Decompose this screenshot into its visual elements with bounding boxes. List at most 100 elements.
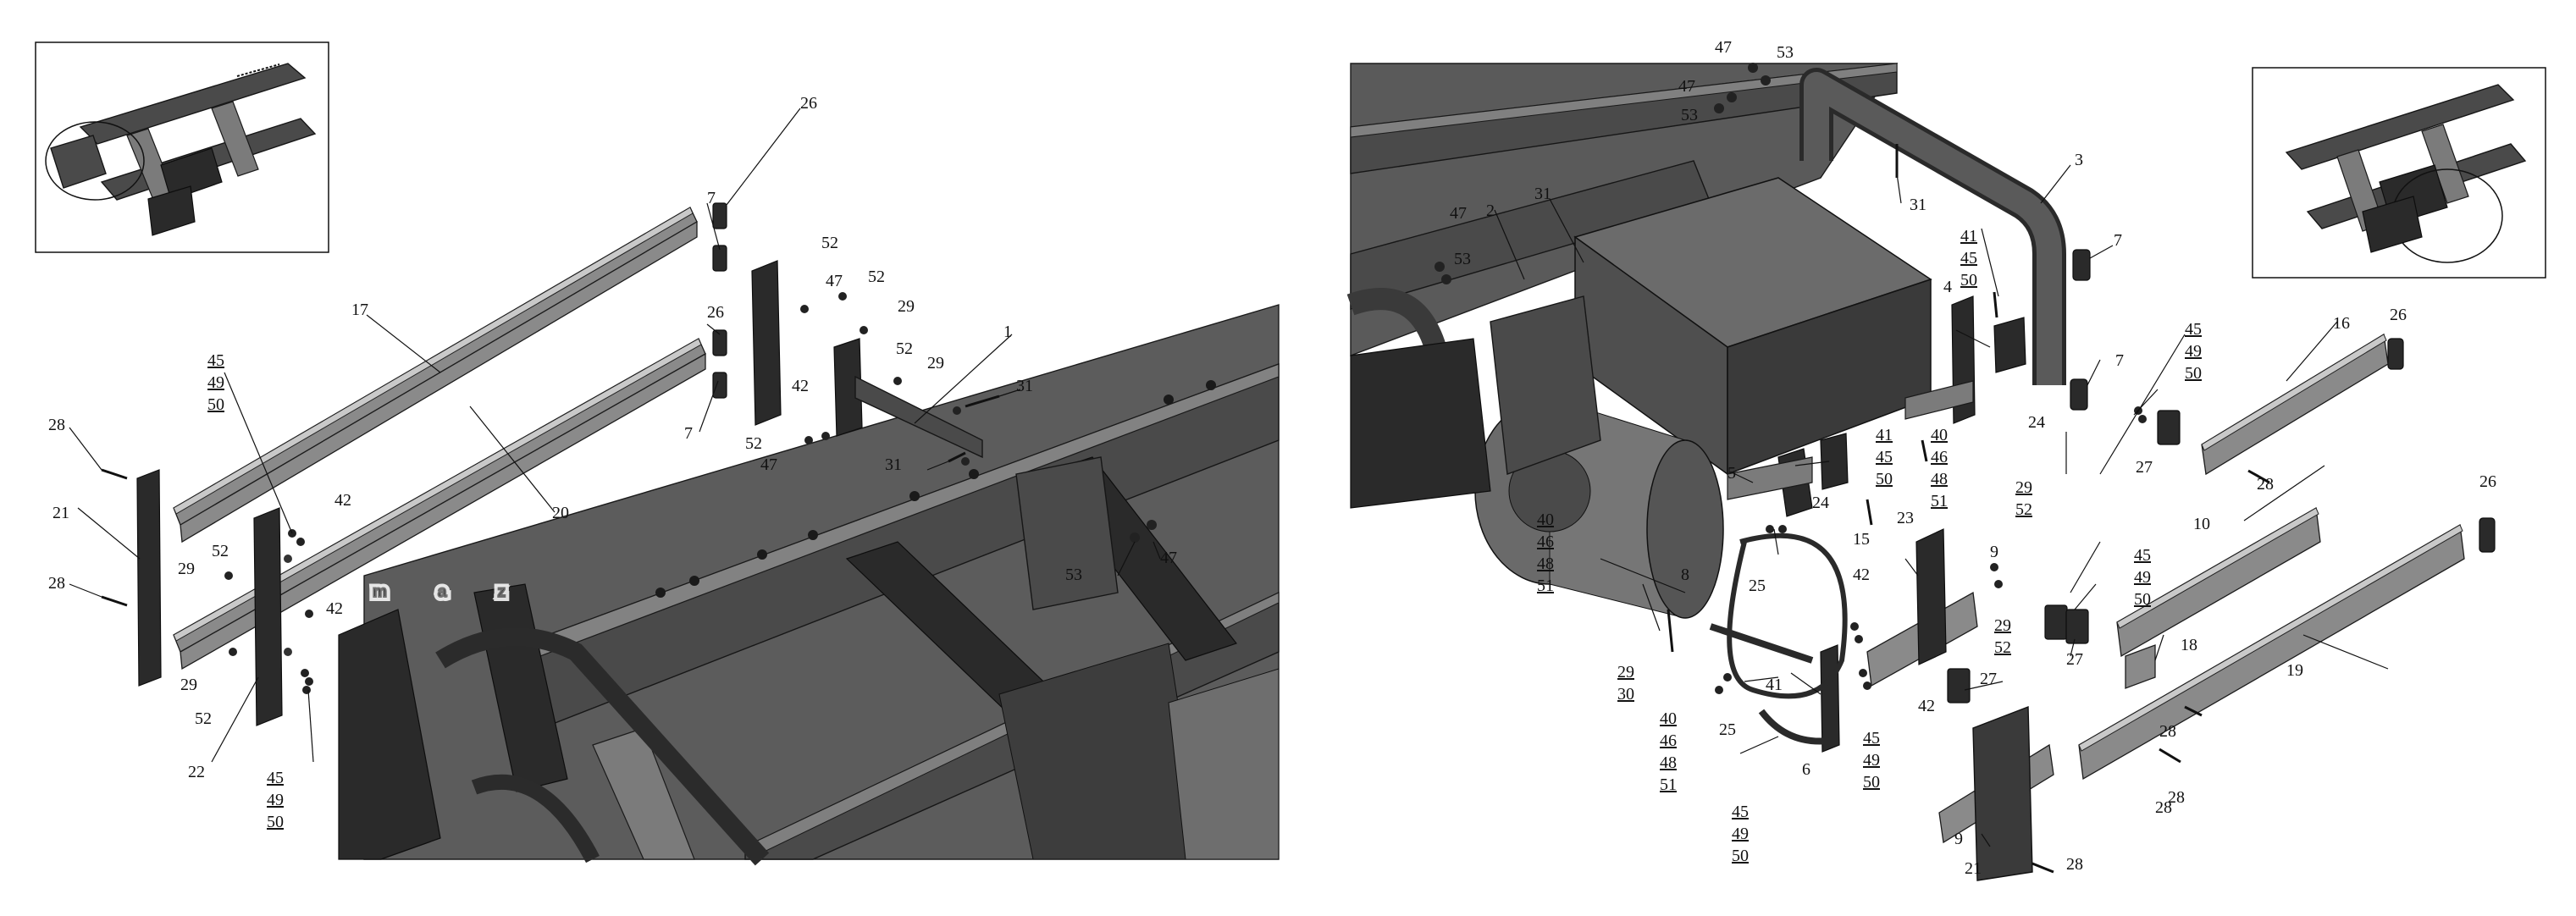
chassis-render-left: [338, 304, 1280, 866]
callout-label-22: 22: [188, 763, 205, 781]
callout-label-53: 53: [1681, 106, 1698, 124]
pad-27-c: [2065, 609, 2089, 644]
pad-7-upper: [712, 245, 727, 272]
callout-label-52: 52: [745, 434, 762, 453]
callout-label-18: 18: [2181, 636, 2197, 654]
callout-label-24: 24: [1812, 494, 1829, 512]
callout-label-42: 42: [1918, 697, 1935, 715]
callout-stack-line-45: 45: [2185, 320, 2202, 339]
rail-19: [2078, 523, 2465, 781]
callout-stack-line-49: 49: [267, 791, 284, 809]
rail-10: [2116, 506, 2321, 658]
callout-label-2: 2: [1486, 201, 1495, 220]
callout-stack-line-50: 50: [267, 813, 284, 831]
callout-stack-line-48: 48: [1931, 470, 1948, 488]
callout-label-47: 47: [1715, 38, 1732, 57]
bracket-21-right: [1972, 705, 2033, 881]
callout-stack-line-50: 50: [1960, 271, 1977, 290]
callout-stack-line-45: 45: [1732, 803, 1749, 821]
fasteners-right: [1434, 63, 2270, 874]
callout-label-9: 9: [1990, 543, 1998, 561]
side-rail-17: [173, 207, 698, 544]
callout-stack-line-49: 49: [2134, 568, 2151, 587]
callout-label-7: 7: [2115, 351, 2124, 370]
callout-label-47: 47: [760, 455, 777, 474]
callout-stack-line-45: 45: [1863, 729, 1880, 748]
leader-lines-right: [1494, 164, 2389, 847]
callout-stack-line-52: 52: [2015, 500, 2032, 519]
callout-label-52: 52: [868, 268, 885, 286]
callout-stack-line-40: 40: [1931, 426, 1948, 444]
callout-stack-line-29: 29: [1994, 616, 2011, 635]
callout-stack-line-30: 30: [1617, 685, 1634, 704]
callout-stack-line-49: 49: [2185, 342, 2202, 361]
callout-label-29: 29: [180, 676, 197, 694]
callout-label-20: 20: [552, 504, 569, 522]
callout-label-42: 42: [792, 377, 809, 395]
callout-label-42: 42: [334, 491, 351, 510]
callout-label-42: 42: [1853, 566, 1870, 584]
callout-stack-line-40: 40: [1537, 510, 1554, 529]
callout-label-53: 53: [1777, 43, 1794, 62]
callout-stack-line-50: 50: [2134, 590, 2151, 609]
pad-24-a: [1993, 317, 2026, 373]
callout-stack-line-51: 51: [1537, 577, 1554, 595]
callout-label-47: 47: [1450, 204, 1467, 223]
callout-stack-line-48: 48: [1660, 753, 1677, 772]
callout-stack-line-45: 45: [1960, 249, 1977, 268]
bracket-21: [136, 469, 162, 687]
callout-stack-line-45: 45: [1876, 448, 1893, 466]
bracket-23: [1915, 528, 1947, 665]
callout-label-29: 29: [927, 354, 944, 372]
callout-label-28: 28: [48, 574, 65, 593]
callout-label-28: 28: [2066, 855, 2083, 874]
leader-lines-left: [69, 108, 1161, 763]
callout-label-19: 19: [2286, 661, 2303, 680]
pad-26-lower: [712, 329, 727, 356]
callout-label-47: 47: [826, 272, 843, 290]
callout-label-31: 31: [1016, 377, 1033, 395]
callout-stack-line-49: 49: [1732, 825, 1749, 843]
pad-7-right-b: [2070, 378, 2088, 411]
bracket-22: [253, 507, 292, 726]
callout-label-41: 41: [1766, 676, 1783, 694]
pad-27-a: [2157, 410, 2181, 445]
callout-label-5: 5: [1727, 464, 1736, 483]
callout-label-4: 4: [1943, 278, 1952, 296]
callout-label-27: 27: [2066, 650, 2083, 669]
callout-label-6: 6: [1802, 760, 1810, 779]
callout-label-28: 28: [2155, 798, 2172, 817]
callout-label-15: 15: [1853, 530, 1870, 549]
callout-label-1: 1: [1003, 323, 1012, 341]
callout-label-52: 52: [821, 234, 838, 252]
callout-label-47: 47: [1678, 77, 1695, 96]
callout-label-31: 31: [1910, 196, 1926, 214]
fasteners-left: [101, 292, 1157, 694]
callout-stack-line-50: 50: [1876, 470, 1893, 488]
callout-label-25: 25: [1749, 577, 1766, 595]
overview-inset-left: [35, 41, 329, 253]
chassis-render-right: [1346, 63, 1976, 619]
pad-7-lower: [712, 372, 727, 399]
callout-label-7: 7: [2114, 231, 2122, 250]
callout-label-9: 9: [1954, 830, 1963, 848]
pad-26-right-b: [2479, 517, 2496, 553]
pad-26-upper: [712, 202, 727, 229]
callout-label-10: 10: [2193, 515, 2210, 533]
hoop-3: [1799, 68, 2066, 385]
callout-label-24: 24: [2028, 413, 2045, 432]
callout-stack-line-40: 40: [1660, 709, 1677, 728]
callout-stack-line-49: 49: [1863, 751, 1880, 770]
callout-label-26: 26: [707, 303, 724, 322]
callout-stack-line-46: 46: [1660, 731, 1677, 750]
callout-stack-line-50: 50: [1732, 847, 1749, 865]
callout-stack-line-46: 46: [1931, 448, 1948, 466]
callout-label-26: 26: [800, 94, 817, 113]
callout-stack-line-52: 52: [1994, 638, 2011, 657]
callout-label-3: 3: [2075, 151, 2083, 169]
callout-stack-line-41: 41: [1876, 426, 1893, 444]
callout-label-52: 52: [896, 339, 913, 358]
callout-label-26: 26: [2390, 306, 2407, 324]
